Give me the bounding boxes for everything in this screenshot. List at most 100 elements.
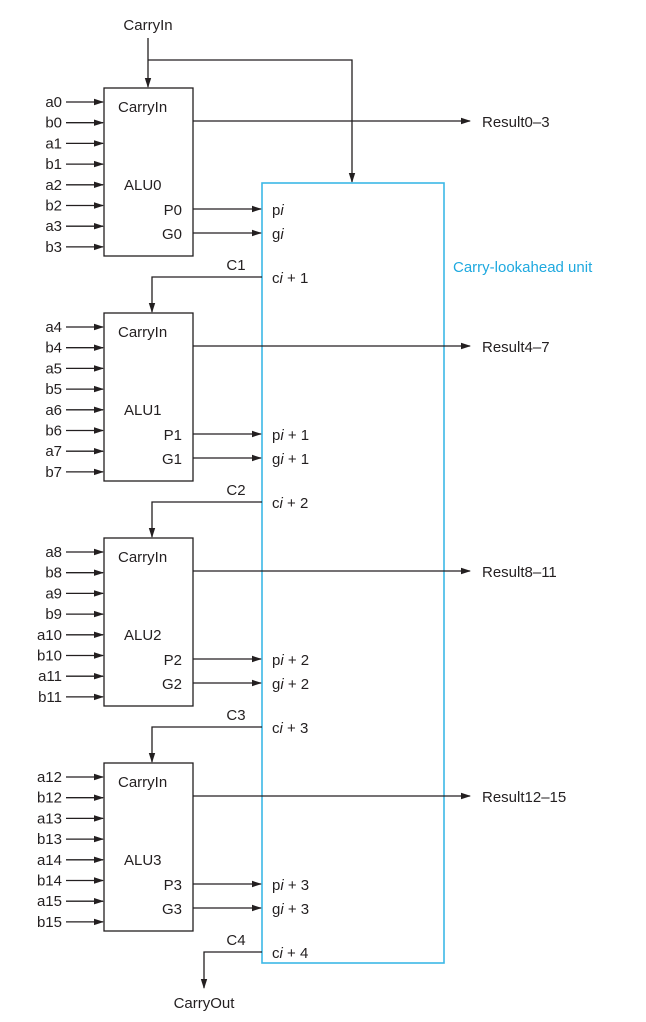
carry-wire-to-next-alu (148, 501, 262, 538)
alu-input-label: a3 (45, 218, 62, 235)
alu-input-label: b0 (45, 115, 62, 132)
cla-g-input-label: gi + 2 (272, 676, 309, 693)
carryout-label: CarryOut (174, 995, 236, 1012)
cla-p-input-label-suffix: + 1 (284, 427, 309, 444)
carry-signal-label: C4 (226, 932, 245, 949)
alu-carryin-label: CarryIn (118, 774, 167, 791)
cla-carry-output-label-var: i (280, 945, 284, 962)
cla-p-input-label-suffix: + 3 (284, 877, 309, 894)
alu-result-label: Result0–3 (482, 114, 550, 131)
cla-g-input-label-var: i (280, 676, 284, 693)
alu-input-label: b5 (45, 381, 62, 398)
alu-p-label: P2 (164, 652, 182, 669)
alu-input-label: a13 (37, 810, 62, 827)
cla-g-input-label-suffix: + 2 (284, 676, 309, 693)
alu-input-label: a4 (45, 319, 62, 336)
carry-lookahead-unit (261, 182, 445, 964)
alu-input-label: b15 (37, 914, 62, 931)
alu-result-label: Result8–11 (482, 564, 557, 581)
alu-input-label: a15 (37, 893, 62, 910)
alu-input-label: b1 (45, 156, 62, 173)
alu-input-label: a11 (38, 668, 62, 685)
alu-input-label: a14 (37, 852, 62, 869)
alu-p-label: P1 (164, 427, 182, 444)
alu-name-label: ALU3 (124, 852, 162, 869)
alu-input-label: a2 (45, 177, 62, 194)
cla-carry-output-label-suffix: + 4 (283, 945, 308, 962)
alu-input-label: b7 (45, 464, 62, 481)
cla-p-input-label-var: i (280, 202, 284, 219)
carry-signal-label: C3 (226, 707, 245, 724)
cla-g-input-label-base: g (272, 226, 280, 243)
cla-g-input-label-var: i (280, 451, 284, 468)
alu-carryin-label: CarryIn (118, 99, 167, 116)
cla-carry-output-label-base: c (272, 270, 280, 287)
alu-input-label: a6 (45, 402, 62, 419)
alu-input-label: a10 (37, 627, 62, 644)
alu-input-label: a7 (45, 443, 62, 460)
alu-blocks: CarryInALU0P0G0a0b0a1b1a2b2a3b3Result0–3… (37, 87, 566, 989)
alu-name-label: ALU0 (124, 177, 162, 194)
cla-p-input-label-base: p (272, 652, 280, 669)
alu-input-label: b12 (37, 790, 62, 807)
cla-p-input-label-var: i (280, 877, 284, 894)
carry-lookahead-unit-label: Carry-lookahead unit (453, 259, 593, 276)
carryout-wire (200, 951, 262, 989)
alu-result-label: Result4–7 (482, 339, 550, 356)
cla-carry-output-label-var: i (280, 270, 284, 287)
alu-input-label: b8 (45, 565, 62, 582)
top-carryin-label: CarryIn (123, 17, 172, 34)
alu-input-label: a0 (45, 94, 62, 111)
cla-p-input-label-base: p (272, 877, 280, 894)
carry-wire-to-next-alu (148, 276, 262, 313)
cla-carry-output-label: ci + 1 (272, 270, 308, 287)
alu-input-label: b14 (37, 873, 62, 890)
carry-wire-to-next-alu (148, 726, 262, 763)
alu-g-label: G0 (162, 226, 182, 243)
alu-name-label: ALU1 (124, 402, 162, 419)
cla-p-input-label-suffix: + 2 (284, 652, 309, 669)
cla-g-input-label: gi + 1 (272, 451, 309, 468)
alu-input-label: b3 (45, 239, 62, 256)
alu-g-label: G2 (162, 676, 182, 693)
alu-g-label: G3 (162, 901, 182, 918)
alu-input-label: a1 (45, 135, 62, 152)
cla-g-input-label-var: i (280, 901, 284, 918)
cla-g-input-label-base: g (272, 901, 280, 918)
cla-carry-output-label-suffix: + 3 (283, 720, 308, 737)
cla-g-input-label-base: g (272, 451, 280, 468)
alu-p-label: P3 (164, 877, 182, 894)
alu-carryin-label: CarryIn (118, 324, 167, 341)
cla-g-input-label-suffix: + 3 (284, 901, 309, 918)
cla-p-input-label: pi + 1 (272, 427, 309, 444)
alu-result-label: Result12–15 (482, 789, 566, 806)
alu-input-label: b10 (37, 648, 62, 665)
alu-input-label: a12 (37, 769, 62, 786)
cla-g-input-label-base: g (272, 676, 280, 693)
cla-g-input-label: gi + 3 (272, 901, 309, 918)
alu-p-label: P0 (164, 202, 182, 219)
cla-carry-output-label-var: i (280, 495, 284, 512)
alu-input-label: b4 (45, 340, 62, 357)
alu-box (103, 762, 194, 932)
cla-carry-output-label-base: c (272, 720, 280, 737)
cla-carry-output-label-base: c (272, 945, 280, 962)
cla-carry-output-label-suffix: + 1 (283, 270, 308, 287)
alu-input-label: a8 (45, 544, 62, 561)
cla-p-input-label: pi (272, 202, 284, 219)
cla-carry-output-label-base: c (272, 495, 280, 512)
alu-input-label: b13 (37, 831, 62, 848)
cla-g-input-label-suffix: + 1 (284, 451, 309, 468)
alu-input-label: a5 (45, 360, 62, 377)
cla-p-input-label-var: i (280, 427, 284, 444)
alu-block-1: CarryInALU1P1G1a4b4a5b5a6b6a7b7Result4–7… (45, 312, 550, 538)
carryin-wire-to-cla (148, 59, 356, 183)
cla-p-input-label: pi + 3 (272, 877, 309, 894)
alu-name-label: ALU2 (124, 627, 162, 644)
cla-carry-output-label-suffix: + 2 (283, 495, 308, 512)
alu-input-label: b2 (45, 198, 62, 215)
cla-p-input-label-base: p (272, 427, 280, 444)
alu-input-label: a9 (45, 585, 62, 602)
cla-p-input-label-var: i (280, 652, 284, 669)
